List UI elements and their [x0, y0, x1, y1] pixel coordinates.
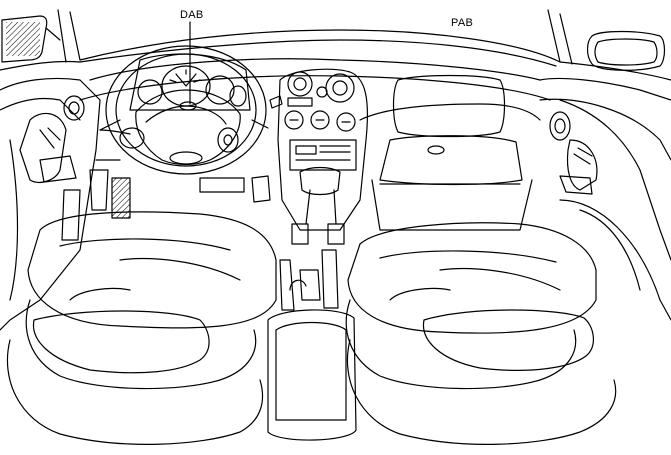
driver-seat	[7, 212, 276, 444]
center-armrest	[268, 250, 356, 440]
left-door-panel	[0, 78, 100, 330]
right-side-mirror	[588, 32, 665, 71]
left-side-mirror	[2, 16, 60, 62]
right-door-panel	[540, 78, 671, 320]
center-console-vents	[270, 69, 367, 244]
dashboard	[80, 59, 550, 134]
passenger-seat	[346, 223, 615, 445]
steering-wheel	[100, 46, 268, 174]
pedal-area	[90, 160, 270, 218]
passenger-airbag-label: PAB	[451, 17, 474, 29]
driver-airbag-label: DAB	[180, 9, 204, 21]
passenger-airbag-panel	[372, 76, 532, 231]
windshield-frame	[0, 10, 671, 80]
